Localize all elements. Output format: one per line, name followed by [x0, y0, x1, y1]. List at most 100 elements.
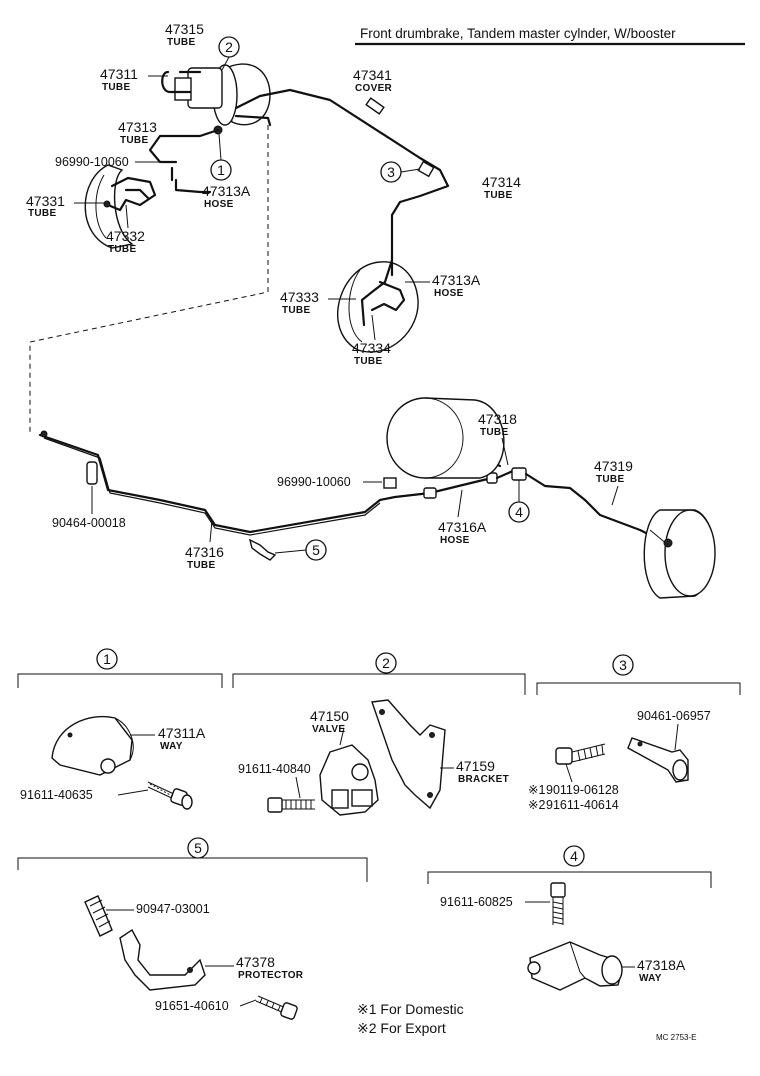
part-47311-label: TUBE: [102, 82, 130, 93]
part-47159-label: BRACKET: [458, 774, 509, 785]
mark-1-domestic: ※1: [528, 783, 545, 797]
part-47150-label: VALVE: [312, 724, 345, 735]
callout-4-top: 4: [508, 480, 530, 523]
part-47332-label: TUBE: [108, 244, 136, 255]
part-90947-03001: 90947-03001: [136, 902, 210, 916]
detail-4-bracket: 4: [427, 845, 712, 888]
part-47316-label: TUBE: [187, 560, 215, 571]
right-rear-drum: [643, 509, 716, 599]
part-47150: 47150: [310, 708, 349, 724]
part-96990-10060-rear: 96990-10060: [277, 475, 351, 489]
tube-47316-line: [38, 433, 432, 534]
part-47159: 47159: [456, 758, 495, 774]
part-90119-06128: 90119-06128: [546, 783, 619, 797]
part-47331-label: TUBE: [28, 208, 56, 219]
svg-text:4: 4: [515, 504, 523, 520]
tube-47314-line: [234, 88, 450, 242]
part-47316: 47316: [185, 544, 224, 560]
part-91611-60825: 91611-60825: [440, 895, 513, 909]
part-47314-label: TUBE: [484, 190, 512, 201]
svg-text:2: 2: [225, 39, 233, 55]
part-47318A: 47318A: [637, 957, 686, 973]
part-90464-00018: 90464-00018: [52, 516, 126, 530]
bolt-91611-40840-drawing: [267, 797, 315, 813]
callout-3-top: 3: [380, 161, 421, 183]
note-export: ※2 For Export: [357, 1020, 446, 1036]
svg-text:3: 3: [387, 164, 395, 180]
part-91651-40610: 91651-40610: [155, 999, 229, 1013]
part-96990-10060-front: 96990-10060: [55, 155, 129, 169]
part-47311: 47311: [100, 66, 138, 82]
clip-3: [417, 160, 435, 178]
bracket-47159-drawing: [371, 699, 446, 810]
part-47341: 47341: [353, 67, 392, 83]
part-47311A-label: WAY: [160, 741, 183, 752]
sleeve-90464: [86, 461, 98, 485]
part-91611-40840: 91611-40840: [238, 762, 311, 776]
part-90461-06957: 90461-06957: [637, 709, 711, 723]
bolt-91651-drawing: [255, 995, 298, 1020]
bolt-91611-40635-drawing: [147, 781, 193, 810]
part-47315-label: TUBE: [167, 37, 195, 48]
part-47378: 47378: [236, 954, 275, 970]
part-47318-label: TUBE: [480, 427, 508, 438]
valve-47150-drawing: [319, 727, 379, 816]
clamp-90461-drawing: [627, 737, 689, 783]
callout-5-top: 5: [274, 539, 327, 561]
part-47315: 47315: [165, 21, 204, 37]
part-47313A-front-left-label: HOSE: [204, 199, 234, 210]
mark-2-export: ※2: [528, 798, 545, 812]
part-47331: 47331: [26, 193, 65, 209]
svg-text:1: 1: [217, 162, 225, 178]
note-domestic: ※1 For Domestic: [357, 1001, 464, 1017]
hose-47316A-line: [428, 476, 494, 495]
detail-5-bracket: 5: [17, 837, 368, 882]
cover-47341: [365, 97, 385, 115]
part-47316A-label: HOSE: [440, 535, 470, 546]
part-47313A-front-right-label: HOSE: [434, 288, 464, 299]
part-47341-label: COVER: [355, 83, 393, 94]
detail-2-bracket: 2: [232, 652, 526, 695]
svg-text:5: 5: [312, 542, 320, 558]
bolt-91611-60825-drawing: [550, 882, 566, 925]
diagram-title: Front drumbrake, Tandem master cylnder, …: [360, 26, 676, 41]
way-joint: [511, 467, 527, 481]
master-cylinder-assembly: [161, 63, 271, 135]
part-47334: 47334: [352, 340, 391, 356]
svg-text:4: 4: [570, 848, 578, 864]
part-91611-40635: 91611-40635: [20, 788, 93, 802]
rear-route-dashed: [29, 125, 269, 432]
part-47332: 47332: [106, 228, 145, 244]
clip-90947-drawing: [84, 895, 113, 937]
part-47319-label: TUBE: [596, 474, 624, 485]
bolt-90119-drawing: [555, 743, 606, 765]
right-front-drum: [337, 238, 419, 353]
part-47318: 47318: [478, 411, 517, 427]
detail-1-bracket: 1: [17, 648, 223, 688]
part-47314: 47314: [482, 174, 521, 190]
part-47313: 47313: [118, 119, 157, 135]
part-47333-label: TUBE: [282, 305, 310, 316]
part-47313-label: TUBE: [120, 135, 148, 146]
part-47318A-label: WAY: [639, 973, 662, 984]
left-front-drum: [84, 164, 157, 249]
part-47334-label: TUBE: [354, 356, 382, 367]
detail-3-bracket: 3: [536, 654, 741, 695]
part-47378-label: PROTECTOR: [238, 970, 304, 981]
part-47316A: 47316A: [438, 519, 487, 535]
callout-2-top: 2: [218, 36, 240, 71]
part-47313A-front-left: 47313A: [202, 183, 251, 199]
callout-1-top: 1: [210, 133, 232, 181]
part-47311A: 47311A: [158, 725, 206, 741]
part-47319: 47319: [594, 458, 633, 474]
protector-5: [248, 538, 277, 561]
way-47318A-drawing: [527, 941, 623, 991]
svg-text:1: 1: [103, 651, 111, 667]
part-47313A-front-right: 47313A: [432, 272, 481, 288]
figure-code: MC 2753-E: [656, 1033, 696, 1042]
clip-96990-rear: [383, 477, 397, 489]
way-47311A-drawing: [51, 715, 134, 776]
protector-47378-drawing: [119, 928, 206, 991]
left-rear-drum: [386, 397, 505, 479]
